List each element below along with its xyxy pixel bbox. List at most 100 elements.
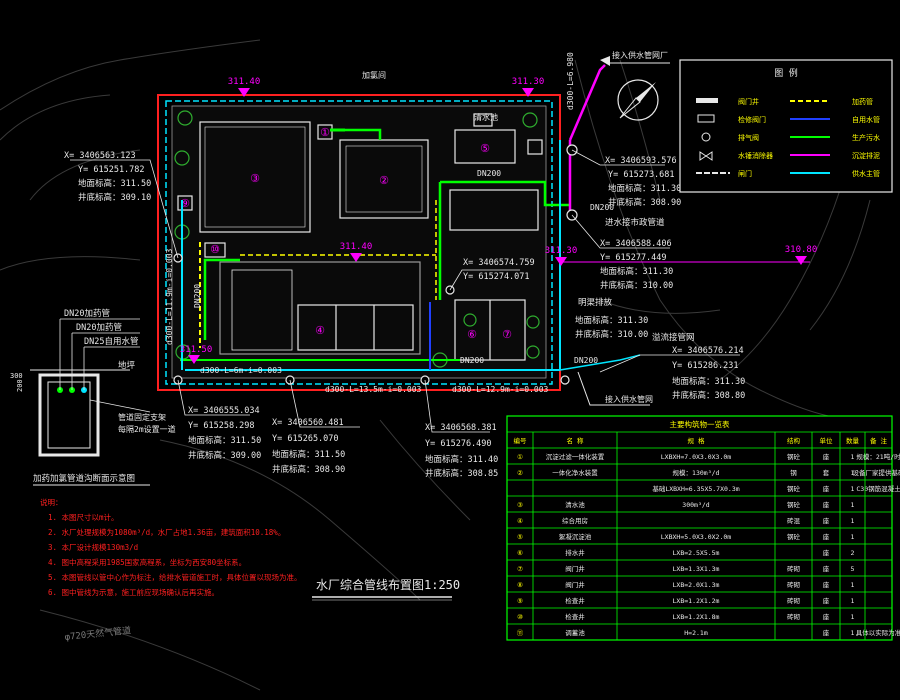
note-item: 3. 本厂设计规模130m3/d bbox=[48, 542, 138, 552]
elevation-value: 311.30 bbox=[545, 246, 578, 256]
label-building-2: ② bbox=[379, 174, 389, 187]
table-cell: 座 bbox=[823, 516, 830, 525]
label-building-6: ⑥ bbox=[467, 328, 477, 341]
coord-callout: X= 3406574.759 Y= 615274.071 bbox=[449, 258, 535, 291]
label-building-3: ③ bbox=[250, 172, 260, 185]
legend: 图 例 阀门井 加药管 检修阀门 自用水管 排气阀 生产污水 水锤消除器 沉淀排… bbox=[679, 59, 893, 193]
contour-line bbox=[619, 59, 661, 201]
contour-line bbox=[599, 299, 721, 314]
note-item: 4. 图中高程采用1985国家高程系，坐标为西安80坐标系。 bbox=[48, 557, 246, 567]
table-cell: 砖砌 bbox=[787, 580, 801, 589]
leader-line bbox=[177, 379, 250, 416]
label-building-5: ⑤ bbox=[480, 142, 490, 155]
coord-x: X= 3406555.034 bbox=[188, 406, 260, 416]
ground-elev: 地面标高：311.50 bbox=[272, 449, 345, 460]
table-cell: LXB=1.2X1.2m bbox=[673, 597, 720, 605]
legend-frame bbox=[679, 59, 893, 193]
ground-elev: 地面标高：311.50 bbox=[188, 435, 261, 446]
table-cell: 座 bbox=[823, 452, 830, 461]
detail-label-dn20-b: DN20加药管 bbox=[76, 322, 122, 333]
table-cell: C30钢筋混凝土 bbox=[856, 484, 900, 493]
leader-line bbox=[577, 371, 650, 406]
elev-mark-mid: 311.40 bbox=[340, 242, 372, 262]
table-cell: ⑥ bbox=[517, 549, 523, 557]
leader-line bbox=[289, 379, 360, 428]
table-cell: 2 bbox=[851, 549, 855, 557]
bottom-elev: 井底标高：308.90 bbox=[272, 464, 345, 475]
label-building-1: ① bbox=[320, 126, 330, 139]
buildings bbox=[177, 113, 543, 361]
coord-y: Y= 615265.070 bbox=[272, 434, 339, 444]
table-cell: ⑦ bbox=[517, 565, 523, 573]
detail-label-dn25: DN25自用水管 bbox=[84, 336, 138, 347]
elevation-markers: 311.40 311.30 311.40 311.30 310.80 311.5… bbox=[180, 77, 817, 364]
elev-label: 地面标高：311.30 bbox=[575, 315, 648, 326]
table-cell: 1 bbox=[851, 629, 855, 637]
pipe-slope-label: d300-L=11.9m-i=0.003 bbox=[165, 248, 174, 345]
building-5 bbox=[454, 129, 516, 164]
coord-x: X= 3406576.214 bbox=[672, 346, 744, 356]
tree-symbol bbox=[526, 315, 540, 329]
table-cell: ⑪ bbox=[517, 629, 524, 637]
open-drain-label: 明渠排放 bbox=[578, 297, 613, 308]
table-header-cell: 备 注 bbox=[870, 436, 887, 445]
tree-symbol bbox=[463, 313, 477, 327]
table-cell: 沉淀过滤一体化装置 bbox=[546, 452, 605, 461]
tree-symbol bbox=[174, 150, 190, 166]
label-building-10: ⑩ bbox=[210, 243, 220, 256]
table-header-cell: 结构 bbox=[787, 436, 801, 445]
table-cell: 1 bbox=[851, 485, 855, 493]
bottom-elev: 井底标高：309.00 bbox=[188, 450, 261, 461]
table-cell: 设备厂家提供基础 bbox=[853, 468, 900, 477]
coord-x: X= 3406593.576 bbox=[605, 156, 677, 166]
table-cell: H=2.1m bbox=[684, 629, 708, 637]
legend-row: 排气阀 生产污水 bbox=[701, 132, 880, 142]
legend-symbol-air-valve bbox=[701, 132, 711, 142]
coord-y: Y= 615286.231 bbox=[672, 361, 739, 371]
coord-y: Y= 615274.071 bbox=[463, 272, 530, 282]
magenta-supply-pipe bbox=[568, 64, 606, 141]
contour-line bbox=[29, 149, 141, 201]
table-cell: 钢砼 bbox=[787, 532, 801, 541]
contour-line bbox=[809, 199, 871, 331]
coord-callout: X= 3406560.481 Y= 615265.070 地面标高：311.50… bbox=[272, 379, 360, 475]
contour-line bbox=[39, 609, 261, 691]
coord-x: X= 3406563.123 bbox=[64, 151, 136, 161]
table-cell: 规模：21吨/时 bbox=[856, 452, 900, 461]
table-cell: 清水池 bbox=[565, 500, 585, 509]
pipe-slope-label: d300-L=13.5m-i=0.003 bbox=[325, 385, 422, 394]
leader-line bbox=[599, 354, 740, 373]
table-cell: 1 bbox=[851, 613, 855, 621]
bottom-elev: 井底标高：308.80 bbox=[672, 390, 745, 401]
pipe-size-label: DN200 bbox=[574, 356, 598, 365]
contour-line bbox=[0, 256, 141, 271]
pipes bbox=[180, 64, 641, 371]
trench-wall bbox=[38, 373, 100, 457]
contour-line bbox=[574, 59, 861, 421]
legend-label: 沉淀排泥 bbox=[852, 151, 880, 160]
table-cell: LXB=2.0X1.3m bbox=[673, 581, 720, 589]
building-3-clearwater-tank bbox=[199, 121, 311, 233]
table-cell: ⑤ bbox=[517, 533, 523, 541]
contour-line bbox=[719, 189, 841, 381]
tree-symbol bbox=[522, 112, 538, 128]
table-title: 主要构筑物一览表 bbox=[670, 419, 730, 429]
inlet-arrow-bottom: 接入供水管网 bbox=[577, 371, 653, 406]
paved-area bbox=[171, 105, 547, 379]
table-cell: 座 bbox=[823, 596, 830, 605]
label-clearwater: 清水池 bbox=[474, 112, 498, 122]
elevation-triangle bbox=[522, 88, 534, 97]
table-cell: 座 bbox=[823, 484, 830, 493]
north-arrow-tail bbox=[619, 97, 641, 119]
coord-x: X= 3406560.481 bbox=[272, 418, 344, 428]
leader-line bbox=[449, 269, 520, 291]
cyan-outlet-pipe bbox=[559, 354, 641, 371]
coord-x: X= 3406568.381 bbox=[425, 423, 497, 433]
table-header-cell: 单位 bbox=[820, 436, 834, 445]
pipe-size-label: DN200 bbox=[477, 169, 501, 178]
legend-label: 阀门井 bbox=[738, 97, 759, 106]
contour-line bbox=[0, 39, 261, 111]
table-cell: 砖砌 bbox=[787, 612, 801, 621]
